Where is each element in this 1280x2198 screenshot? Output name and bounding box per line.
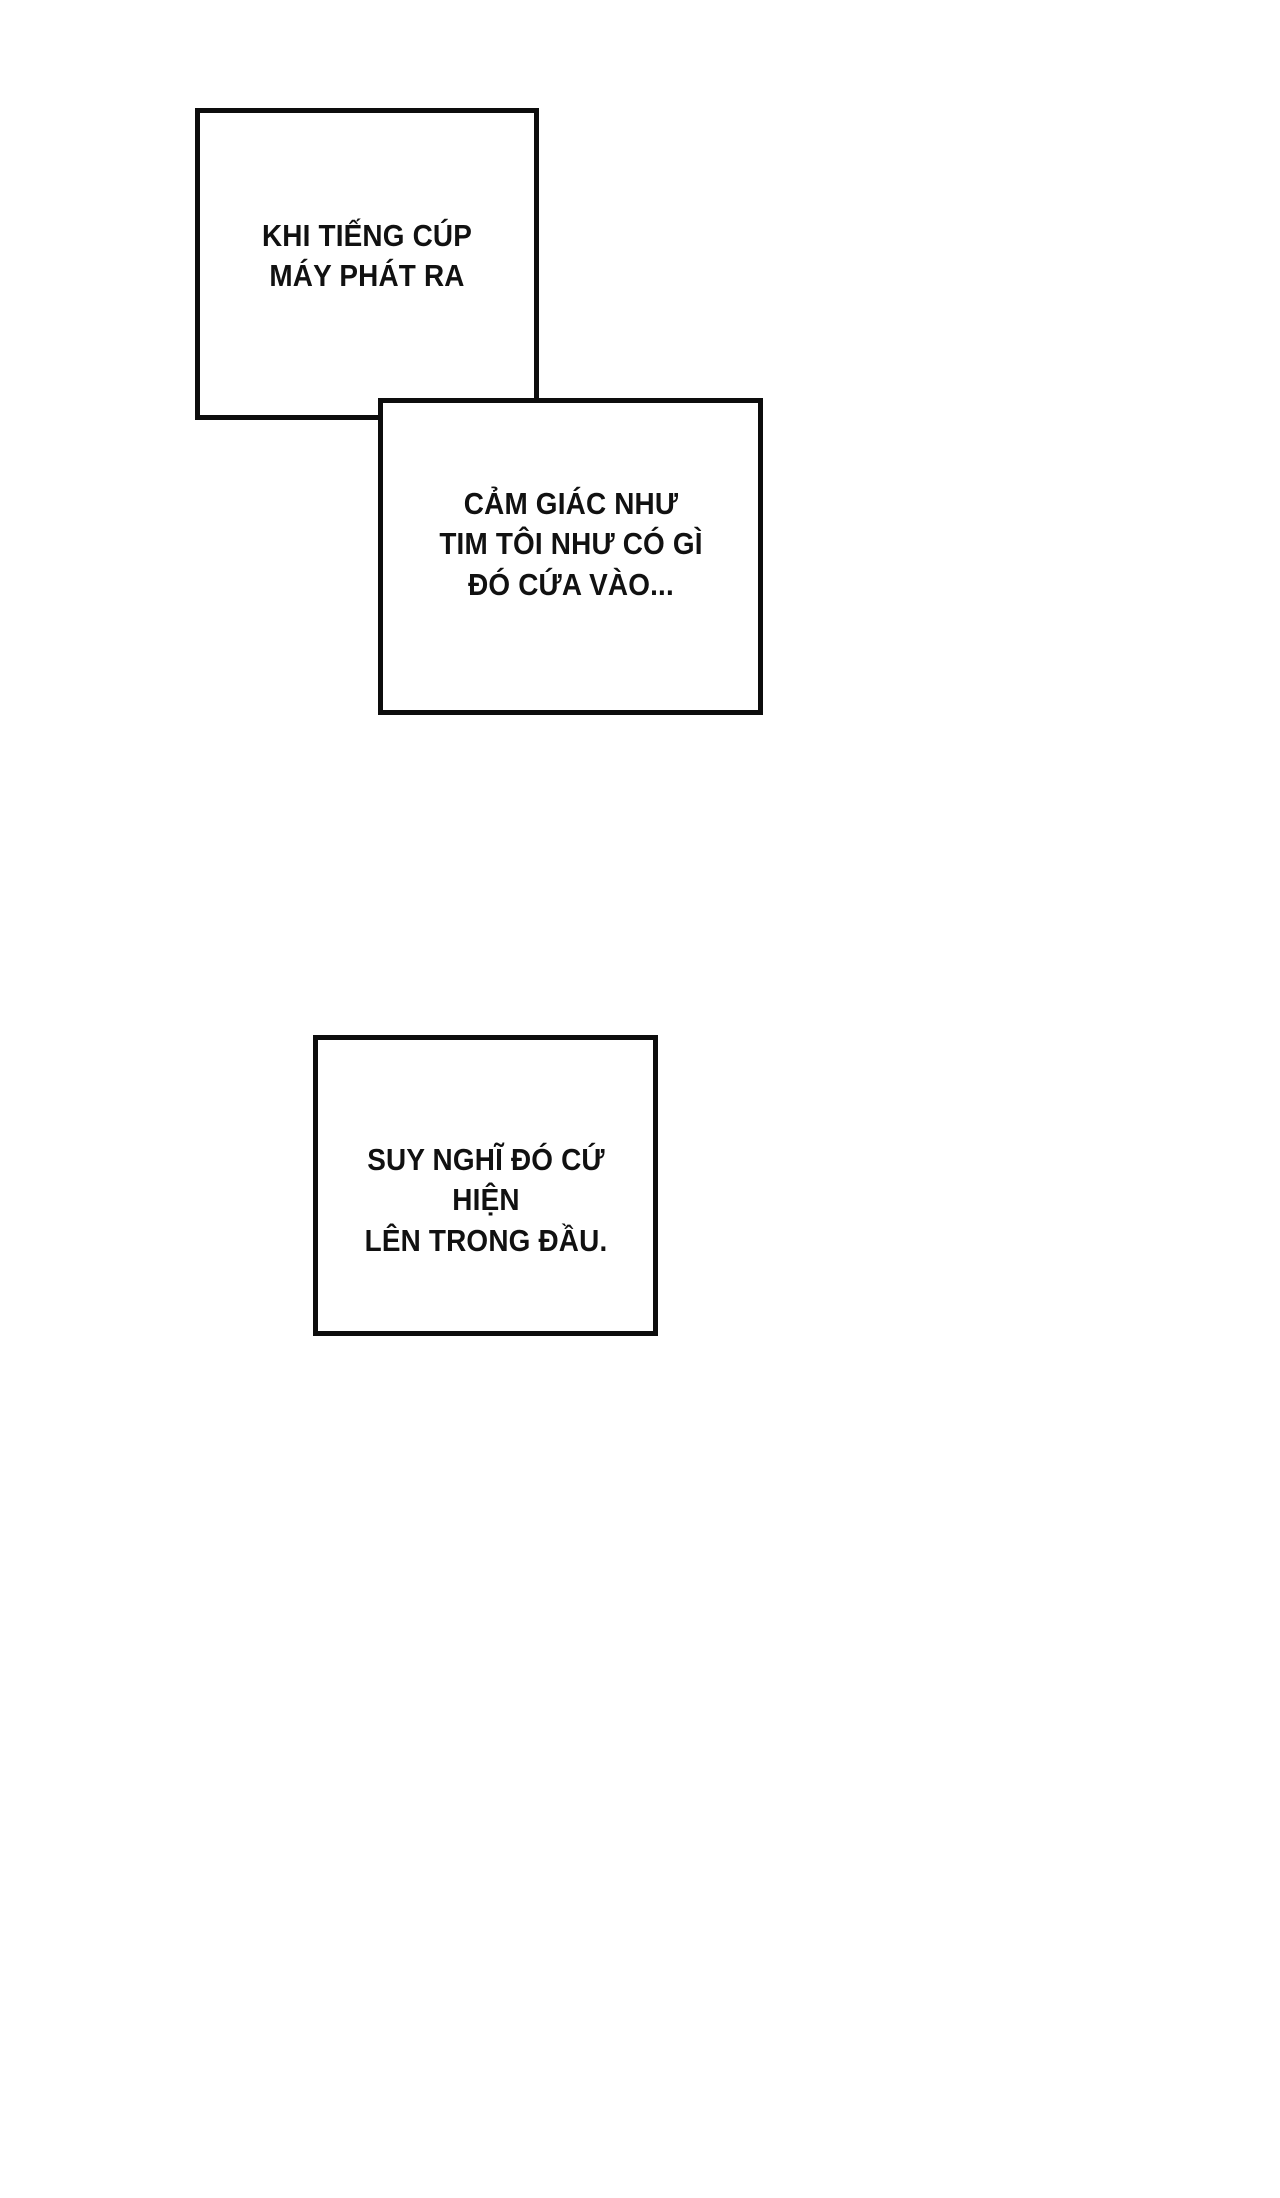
comic-panel-1	[195, 108, 539, 420]
comic-panel-2	[378, 398, 763, 715]
panel-3-narration-text: SUY NGHĨ ĐÓ CỨ HIỆN LÊN TRONG ĐẦU.	[364, 1142, 608, 1258]
panel-2-narration-text: CẢM GIÁC NHƯ TIM TÔI NHƯ CÓ GÌ ĐÓ CỨA VÀ…	[439, 486, 703, 602]
panel-1-narration-text: KHI TIẾNG CÚP MÁY PHÁT RA	[261, 218, 473, 294]
comic-panel-3	[313, 1035, 658, 1336]
